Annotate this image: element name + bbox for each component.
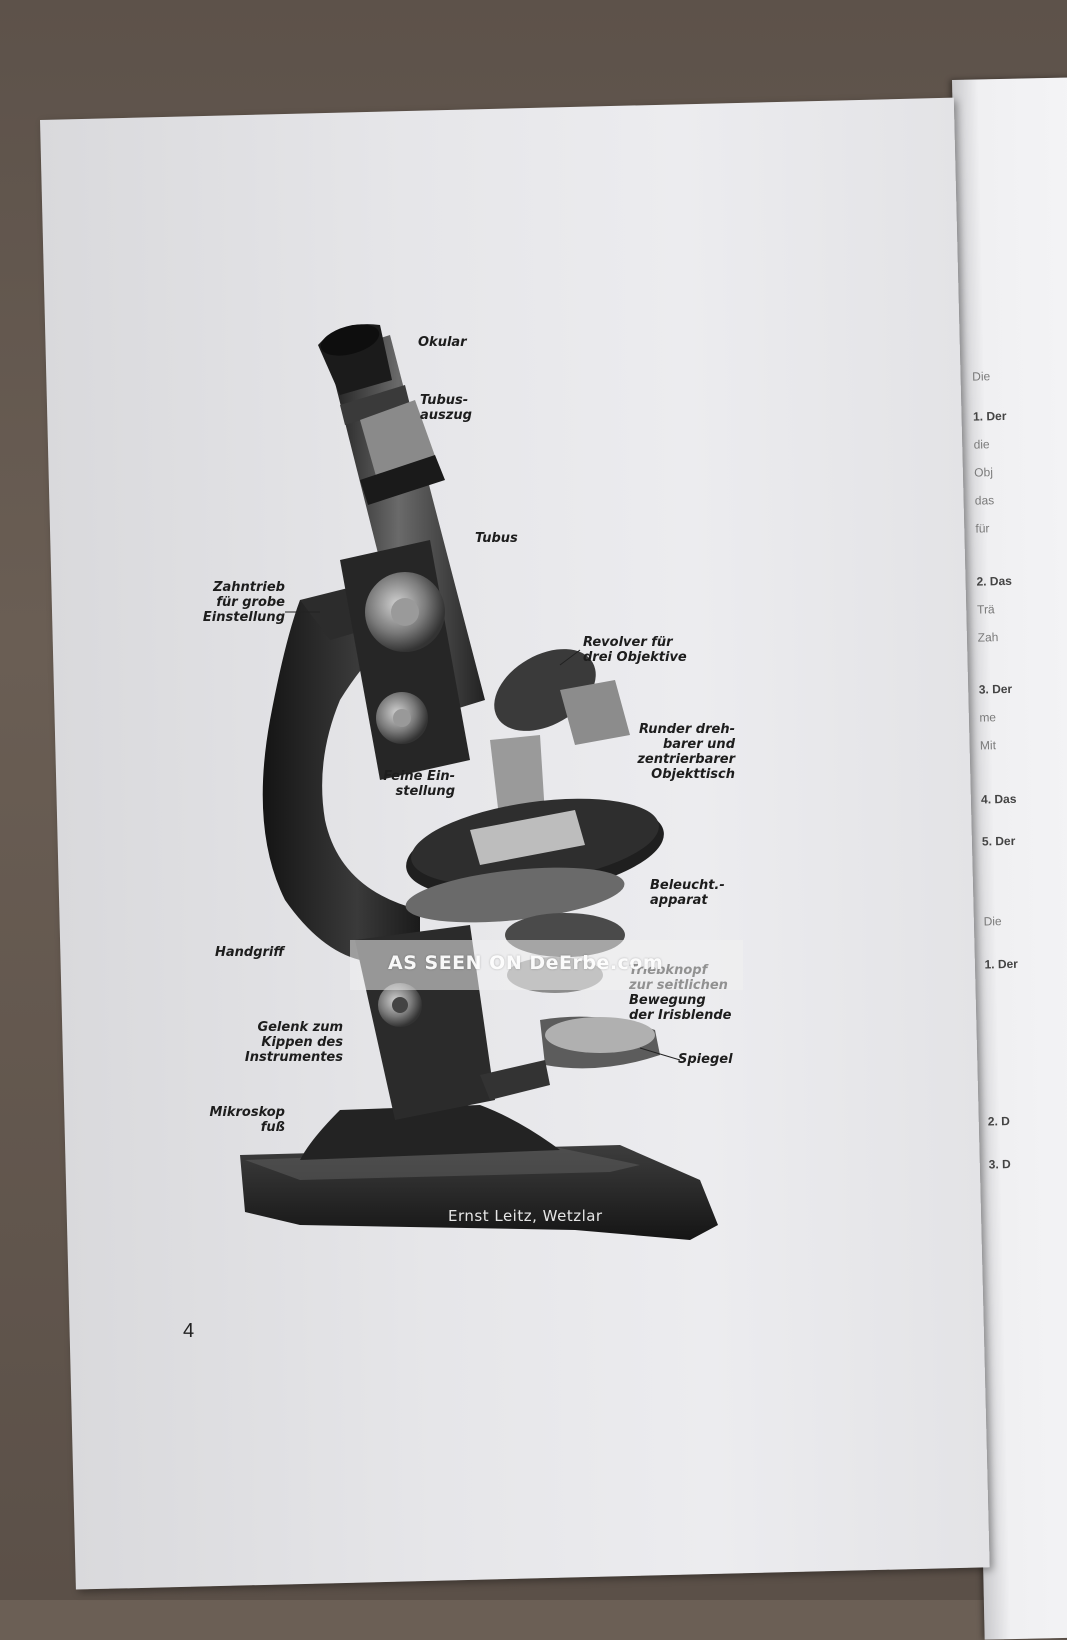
label-spiegel: Spiegel xyxy=(678,1052,733,1067)
brand-engraving: Ernst Leitz, Wetzlar xyxy=(448,1207,603,1225)
label-tubusauszug: Tubus- auszug xyxy=(420,393,472,423)
label-gelenk: Gelenk zum Kippen des Instrumentes xyxy=(244,1020,343,1065)
microscope-base xyxy=(240,1105,718,1240)
microscope-illustration xyxy=(240,324,718,1240)
label-feine-einstellung: Feine Ein- stellung xyxy=(383,769,455,799)
label-beleucht-apparat: Beleucht.- apparat xyxy=(650,878,725,908)
microscope-tube xyxy=(318,324,485,720)
focus-assembly xyxy=(340,540,470,780)
watermark: AS SEEN ON DeErbe.com xyxy=(350,940,743,990)
label-zahntrieb: Zahntrieb für grobe Einstellung xyxy=(202,580,285,625)
label-tubus: Tubus xyxy=(475,531,518,546)
revolver-nosepiece xyxy=(490,649,630,825)
label-okular: Okular xyxy=(418,335,467,350)
label-objekttisch: Runder dreh- barer und zentrierbarer Obj… xyxy=(637,722,735,782)
label-revolver: Revolver für drei Objektive xyxy=(583,635,687,665)
page-number: 4 xyxy=(183,1320,195,1342)
stage xyxy=(405,798,664,923)
watermark-text: AS SEEN ON DeErbe.com xyxy=(388,952,664,974)
label-handgriff: Handgriff xyxy=(215,945,285,960)
leader-lines xyxy=(285,611,681,1061)
label-mikroskopfuss: Mikroskop fuß xyxy=(209,1105,285,1135)
